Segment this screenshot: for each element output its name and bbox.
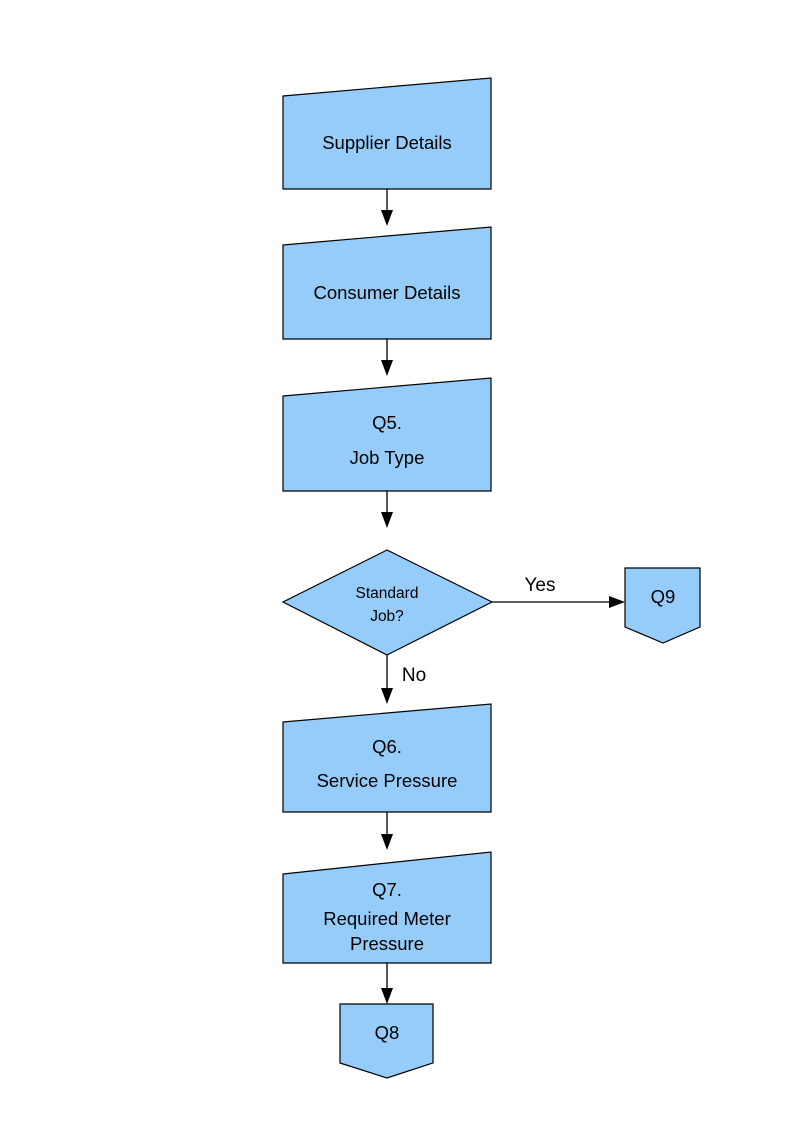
node-q5-job-type[interactable]: Q5. Job Type (282, 377, 492, 492)
arrowhead-icon (381, 688, 393, 704)
q7-required-meter-pressure-label-line2: Required Meter (323, 908, 451, 929)
arrowhead-icon (609, 596, 625, 608)
node-q6-service-pressure[interactable]: Q6. Service Pressure (282, 703, 492, 813)
node-supplier-details[interactable]: Supplier Details (282, 77, 492, 190)
edge-decision-to-q9-yes: Yes (492, 575, 625, 608)
arrowhead-icon (381, 360, 393, 376)
q6-service-pressure-label-line1: Q6. (372, 736, 402, 757)
q8-connector-label: Q8 (375, 1022, 400, 1043)
consumer-details-label-line1: Consumer Details (313, 282, 460, 303)
q8-connector-shape[interactable] (339, 1003, 434, 1079)
q5-job-type-label-line2: Job Type (350, 447, 425, 468)
arrowhead-icon (381, 988, 393, 1004)
standard-job-decision-label-line1: Standard (356, 585, 419, 602)
node-standard-job-decision[interactable]: Standard Job? (281, 549, 494, 656)
standard-job-decision-shape[interactable] (281, 549, 494, 656)
edge-label-yes: Yes (525, 575, 556, 596)
edge-q6-to-q7 (381, 812, 393, 850)
q6-service-pressure-label-line2: Service Pressure (317, 770, 458, 791)
q7-required-meter-pressure-label-line3: Pressure (350, 933, 424, 954)
edge-label-no: No (402, 665, 426, 686)
standard-job-decision-label-line2: Job? (370, 608, 404, 625)
edge-consumer-to-q5 (381, 339, 393, 376)
node-q8-connector[interactable]: Q8 (339, 1003, 434, 1079)
arrowhead-icon (381, 834, 393, 850)
q5-job-type-shape[interactable] (282, 377, 492, 492)
edge-decision-to-q6-no: No (381, 655, 426, 704)
q6-service-pressure-shape[interactable] (282, 703, 492, 813)
edge-supplier-to-consumer (381, 189, 393, 226)
arrowhead-icon (381, 210, 393, 226)
q9-connector-shape[interactable] (624, 567, 701, 644)
q7-required-meter-pressure-label-line1: Q7. (372, 879, 402, 900)
edge-q7-to-q8 (381, 963, 393, 1004)
node-q7-required-meter-pressure[interactable]: Q7. Required Meter Pressure (282, 851, 492, 964)
consumer-details-shape[interactable] (282, 226, 492, 340)
edge-q5-to-decision (381, 491, 393, 528)
node-q9-connector[interactable]: Q9 (624, 567, 701, 644)
supplier-details-shape[interactable] (282, 77, 492, 190)
q7-required-meter-pressure-shape[interactable] (282, 851, 492, 964)
supplier-details-label-line1: Supplier Details (322, 132, 452, 153)
arrowhead-icon (381, 512, 393, 528)
q9-connector-label: Q9 (651, 586, 676, 607)
q5-job-type-label-line1: Q5. (372, 412, 402, 433)
node-consumer-details[interactable]: Consumer Details (282, 226, 492, 340)
